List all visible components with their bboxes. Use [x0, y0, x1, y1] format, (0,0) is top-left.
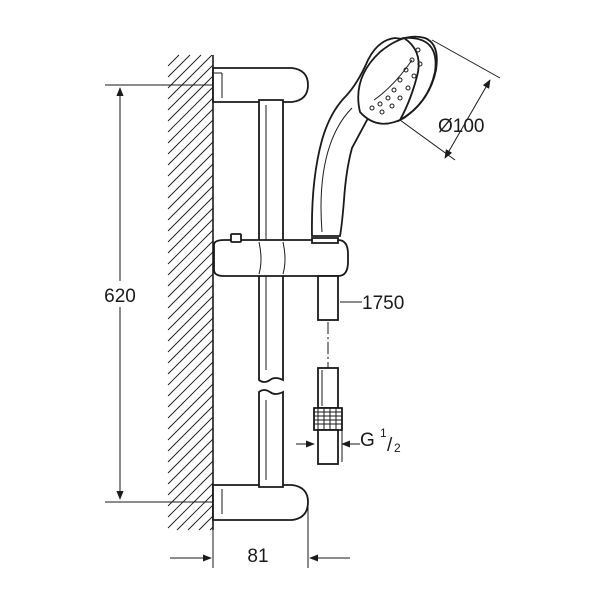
hand-shower	[311, 35, 438, 237]
hatch-line	[167, 295, 214, 342]
height-value: 620	[104, 286, 136, 307]
hatch-line	[167, 328, 214, 375]
hatch-line	[167, 152, 214, 199]
hatch-line	[167, 229, 214, 276]
hatch-line	[167, 196, 214, 243]
hose-lower	[313, 367, 343, 465]
hose-length-value: 1750	[362, 293, 404, 314]
wall-hatching	[167, 54, 214, 531]
hatch-line	[167, 460, 214, 507]
hatch-line	[167, 141, 214, 188]
hatch-line	[167, 317, 214, 364]
hatch-line	[167, 119, 214, 166]
hatch-line	[167, 361, 214, 408]
hatch-line	[167, 284, 214, 331]
hatch-line	[167, 218, 214, 265]
hatch-line	[167, 306, 214, 353]
hatch-line	[167, 482, 214, 529]
hatch-line	[167, 86, 214, 133]
hatch-line	[167, 449, 214, 496]
slider-holder	[213, 233, 349, 277]
depth-value: 81	[247, 546, 268, 567]
hatch-line	[167, 163, 214, 210]
hatch-line	[167, 350, 214, 397]
wall	[167, 54, 214, 531]
hatch-line	[167, 273, 214, 320]
hatch-line	[167, 471, 214, 518]
dimension-thread: G 1 / 2	[296, 426, 401, 462]
hatch-line	[167, 372, 214, 419]
top-bracket	[212, 67, 309, 103]
thread-fraction-slash: /	[387, 435, 393, 456]
hatch-line	[167, 130, 214, 177]
dimension-hose-length: 1750	[340, 293, 404, 314]
hatch-line	[167, 54, 202, 89]
hatch-line	[167, 383, 214, 430]
hatch-line	[167, 64, 214, 111]
hatch-line	[167, 174, 214, 221]
hatch-line	[167, 427, 214, 474]
thread-denominator: 2	[394, 441, 401, 455]
hatch-line	[167, 54, 180, 67]
hatch-line	[167, 262, 214, 309]
dimension-height: 620	[92, 84, 213, 503]
hatch-line	[167, 97, 214, 144]
thread-numerator: 1	[380, 426, 387, 440]
hatch-line	[167, 416, 214, 463]
thread-prefix: G	[360, 430, 375, 451]
hatch-line	[167, 207, 214, 254]
rail	[258, 99, 284, 488]
hatch-line	[187, 504, 214, 531]
hatch-line	[198, 515, 214, 531]
hatch-line	[167, 394, 214, 441]
hatch-line	[167, 54, 213, 100]
hatch-line	[167, 240, 214, 287]
dimension-depth: 81	[170, 505, 350, 568]
hatch-line	[167, 185, 214, 232]
hatch-line	[167, 75, 214, 122]
hatch-line	[176, 493, 214, 531]
diameter-value: Ø100	[438, 116, 484, 137]
hatch-line	[167, 339, 214, 386]
hatch-line	[167, 251, 214, 298]
hatch-line	[167, 438, 214, 485]
dimension-diameter: Ø100	[399, 39, 501, 161]
hatch-line	[167, 54, 191, 78]
hatch-line	[167, 108, 214, 155]
bottom-bracket	[212, 484, 309, 521]
hose-upper	[317, 275, 339, 321]
hatch-line	[167, 405, 214, 452]
